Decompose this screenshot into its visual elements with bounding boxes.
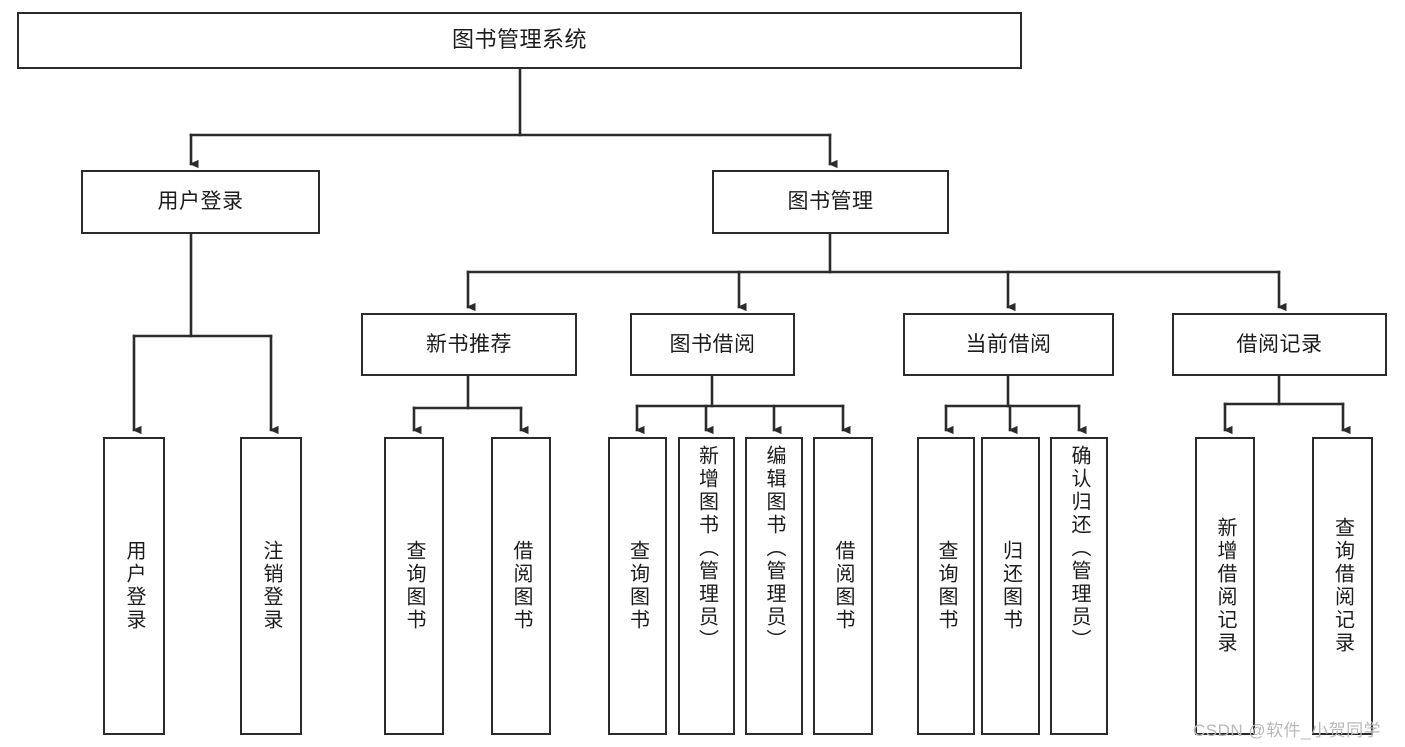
node-label: 查询借阅记录 xyxy=(1331,517,1354,655)
node-label: 借阅记录 xyxy=(1236,332,1323,356)
node-label: 编辑图书（管理员） xyxy=(763,445,785,652)
node-borrow-record[interactable]: 借阅记录 xyxy=(1172,313,1387,376)
node-label: 新增图书（管理员） xyxy=(695,445,718,652)
leaf-confirm-return-admin[interactable]: 确认归还（管理员） xyxy=(1050,437,1108,735)
node-label: 用户登录 xyxy=(157,190,244,214)
node-label: 归还图书 xyxy=(999,540,1022,632)
node-label: 新书推荐 xyxy=(426,332,512,356)
leaf-user-login[interactable]: 用户登录 xyxy=(103,437,165,735)
csdn-watermark: CSDN @软件_小贺同学 xyxy=(1193,721,1382,740)
node-label: 确认归还（管理员） xyxy=(1068,445,1090,652)
leaf-borrow-book[interactable]: 借阅图书 xyxy=(813,437,873,735)
node-label: 查询图书 xyxy=(403,540,425,632)
leaf-query-book-current[interactable]: 查询图书 xyxy=(917,437,975,735)
node-label: 查询图书 xyxy=(935,540,957,632)
node-user-login[interactable]: 用户登录 xyxy=(81,170,320,234)
node-label: 借阅图书 xyxy=(510,540,532,632)
node-label: 图书管理 xyxy=(787,190,874,214)
node-label: 用户登录 xyxy=(123,540,145,632)
leaf-query-book-borrow[interactable]: 查询图书 xyxy=(608,437,667,735)
node-label: 借阅图书 xyxy=(832,540,854,632)
leaf-query-book-recommend[interactable]: 查询图书 xyxy=(384,437,444,735)
node-book-borrow[interactable]: 图书借阅 xyxy=(630,313,795,376)
leaf-edit-book-admin[interactable]: 编辑图书（管理员） xyxy=(745,437,803,735)
leaf-query-borrow-record[interactable]: 查询借阅记录 xyxy=(1312,437,1373,735)
node-label: 查询图书 xyxy=(626,540,649,632)
leaf-add-book-admin[interactable]: 新增图书（管理员） xyxy=(678,437,735,735)
node-label: 当前借阅 xyxy=(965,332,1052,356)
node-book-management[interactable]: 图书管理 xyxy=(712,170,949,234)
leaf-add-borrow-record[interactable]: 新增借阅记录 xyxy=(1195,437,1255,735)
node-label: 图书借阅 xyxy=(669,332,756,356)
leaf-return-book[interactable]: 归还图书 xyxy=(981,437,1040,735)
node-new-book-recommend[interactable]: 新书推荐 xyxy=(361,313,577,376)
leaf-logout-login[interactable]: 注销登录 xyxy=(240,437,302,735)
node-label: 注销登录 xyxy=(260,540,282,632)
node-label: 图书管理系统 xyxy=(451,27,587,53)
node-current-borrow[interactable]: 当前借阅 xyxy=(903,313,1114,376)
node-label: 新增借阅记录 xyxy=(1214,517,1236,655)
node-root-book-management-system[interactable]: 图书管理系统 xyxy=(17,12,1022,69)
leaf-borrow-book-recommend[interactable]: 借阅图书 xyxy=(491,437,551,735)
